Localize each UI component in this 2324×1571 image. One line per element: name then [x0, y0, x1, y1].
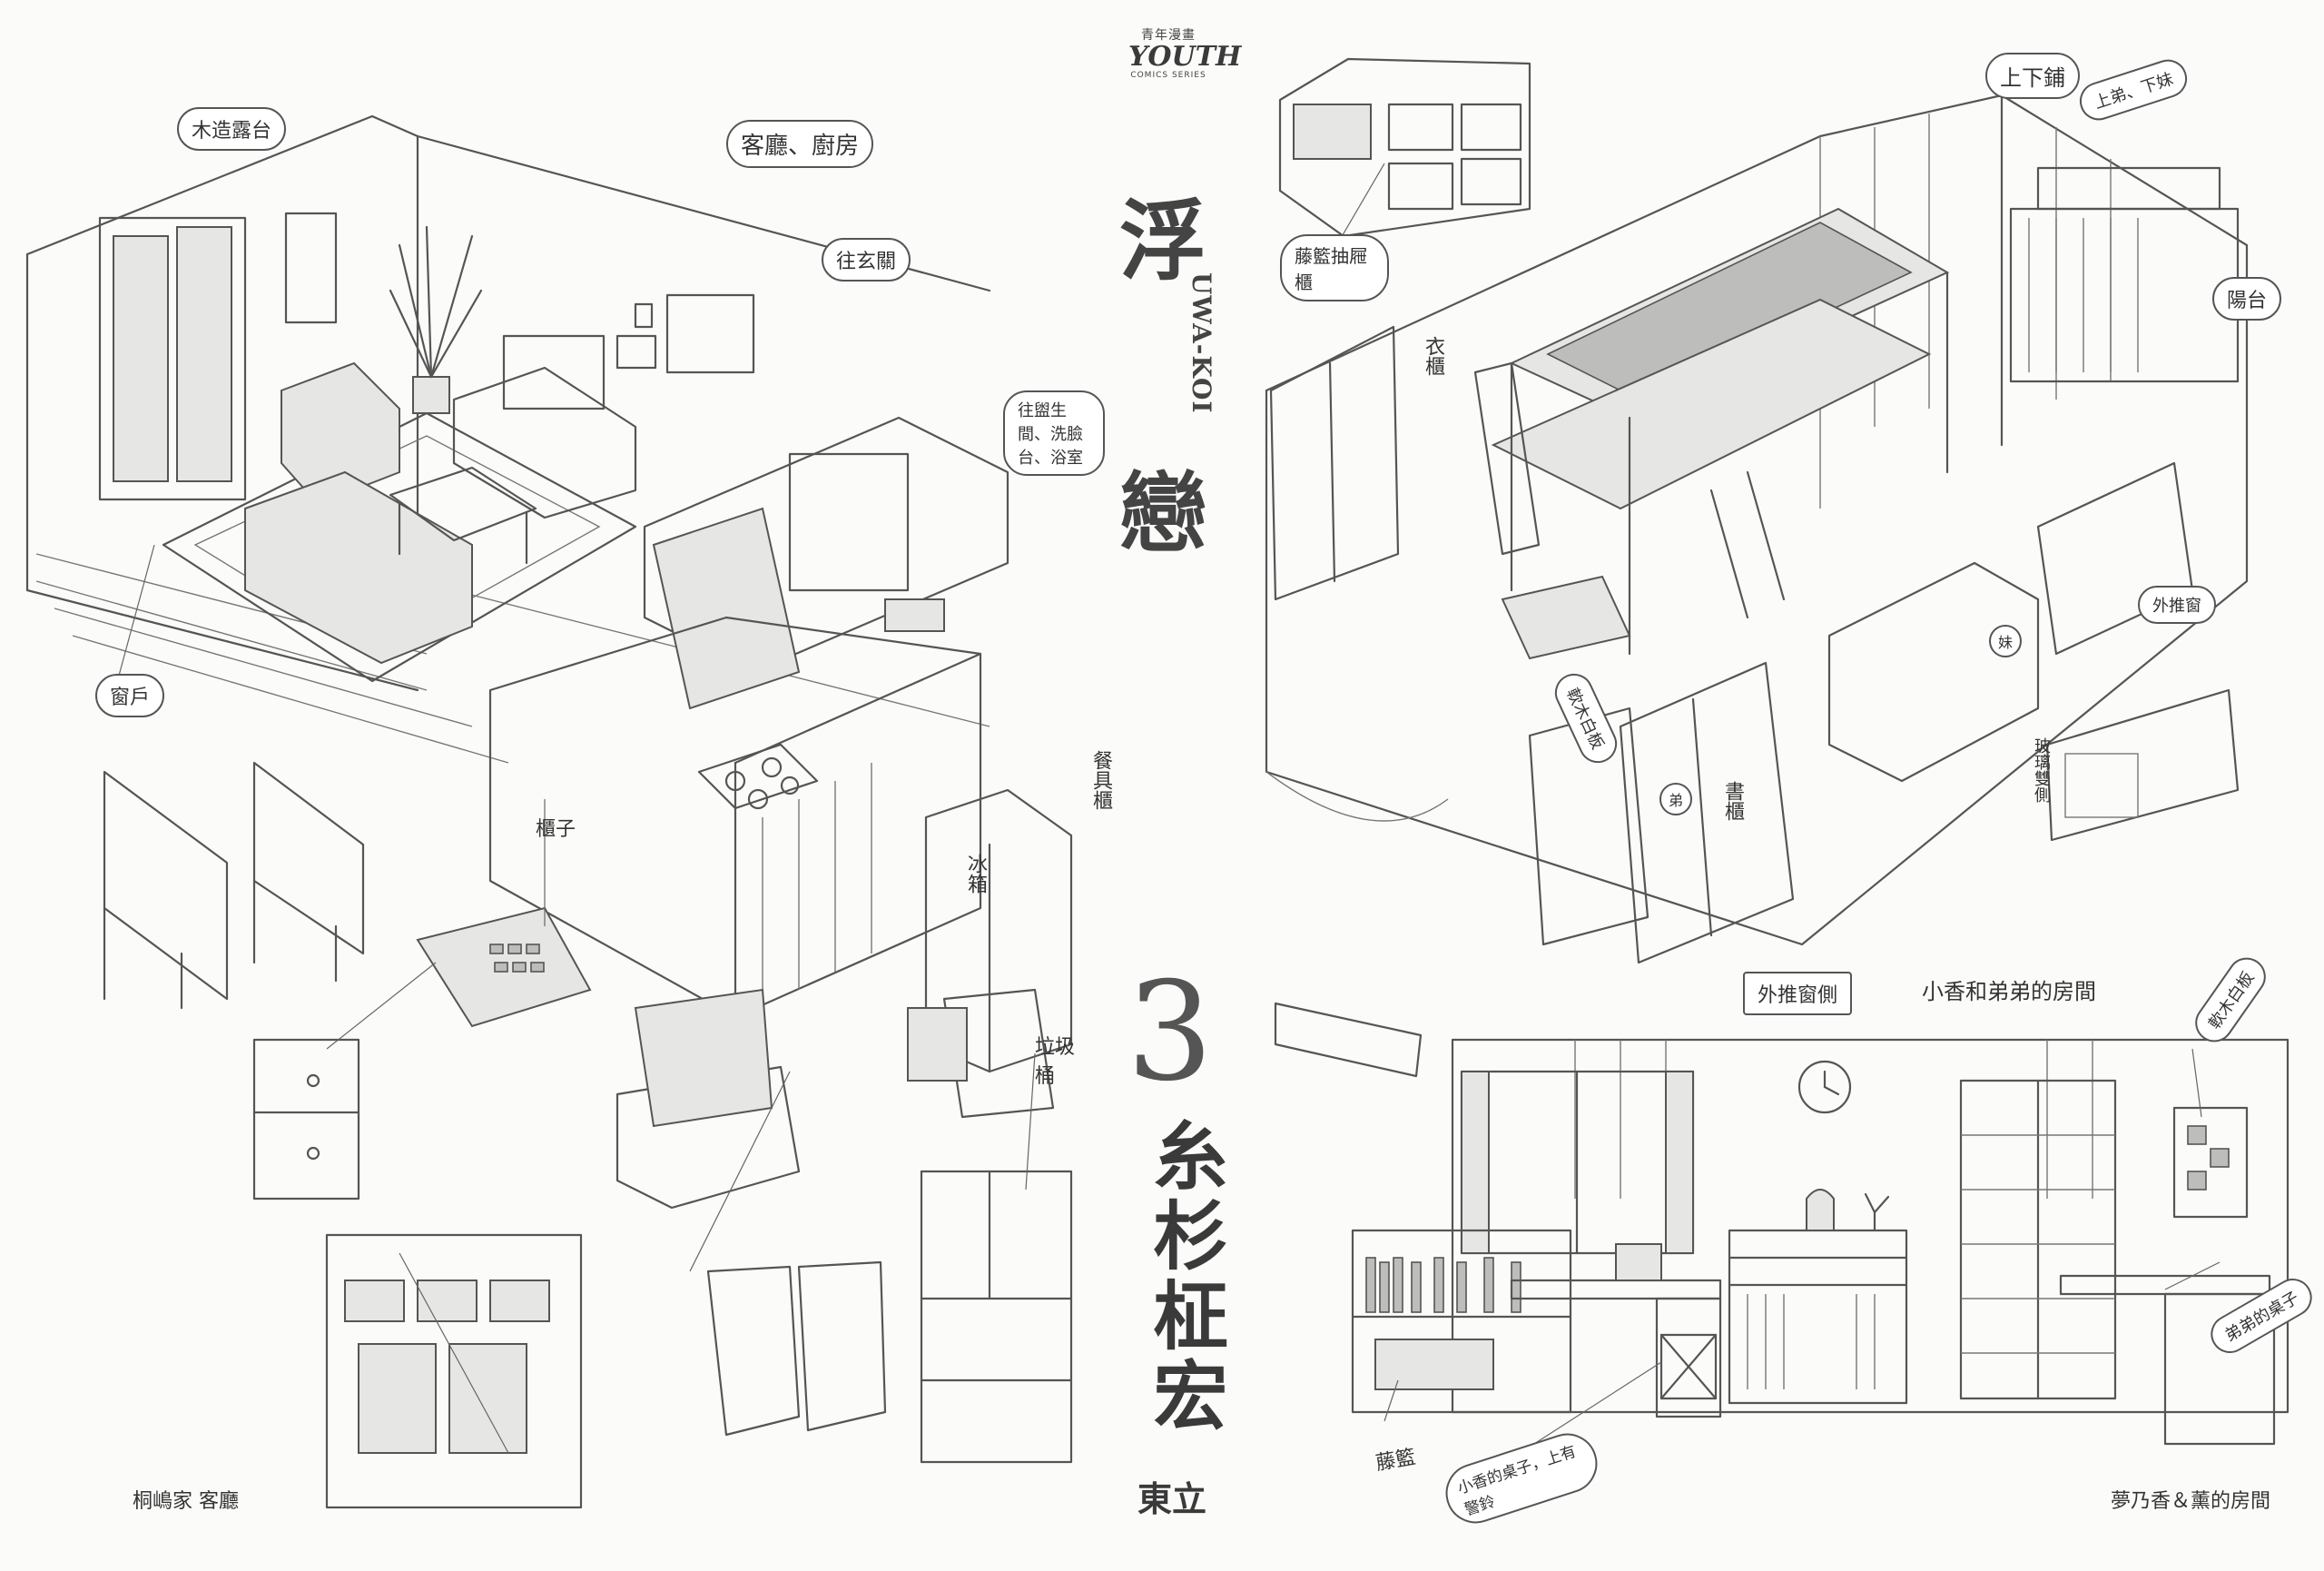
bedroom-illustration	[1265, 57, 2290, 1446]
series-subtitle: COMICS SERIES	[1130, 71, 1206, 80]
label-fridge: 冰箱	[964, 854, 987, 894]
label-trash: 垃圾桶	[1035, 1036, 1076, 1088]
youth-logo: YOUTH	[1128, 41, 1242, 73]
volume-number: 3	[1127, 953, 1214, 1112]
label-sliding-window-side: 外推窗側	[1743, 972, 1853, 1015]
label-wardrobe: 衣櫃	[1422, 336, 1444, 376]
label-sliding-window: 外推窗	[2138, 586, 2216, 624]
cover-spine: 青年漫畫 YOUTH COMICS SERIES 浮 UWA-KOI 戀 3 糸…	[1094, 0, 1242, 1571]
label-glass-side: 玻璃雙側	[2032, 737, 2051, 803]
living-room-illustration	[25, 114, 1073, 1509]
bedroom-sketch-panel: 上下鋪 上弟、下妹 藤籃抽屜櫃 衣櫃 陽台 外推窗 軟木白板 玻璃雙側 書櫃 弟…	[1239, 0, 2324, 1571]
label-living-kitchen: 客廳、廚房	[726, 120, 874, 168]
label-balcony: 陽台	[2212, 277, 2282, 321]
label-dish-cabinet: 餐具櫃	[1089, 750, 1112, 810]
label-bunk-bed: 上下鋪	[1985, 53, 2080, 99]
label-wood-deck: 木造露台	[177, 107, 287, 151]
author-name: 糸杉柾宏	[1140, 1117, 1227, 1437]
label-to-bath: 往盥生間、洗臉台、浴室	[1003, 390, 1105, 476]
title-romaji: UWA-KOI	[1187, 272, 1216, 414]
label-bookcase: 書櫃	[1721, 781, 1744, 821]
title-char-2: 戀	[1119, 462, 1206, 565]
publisher-name: 東立	[1137, 1478, 1207, 1519]
label-basket-drawer: 藤籃抽屜櫃	[1280, 234, 1389, 301]
room-title: 小香和弟弟的房間	[1922, 979, 2096, 1004]
caption-kirishima-living-room: 桐嶋家 客廳	[133, 1490, 239, 1513]
series-label: 青年漫畫	[1141, 28, 1196, 43]
label-cabinet: 櫃子	[536, 818, 576, 841]
label-window: 窗戶	[95, 674, 165, 717]
label-mark-sister: 妹	[1989, 625, 2023, 657]
living-room-sketch-panel: 木造露台 客廳、廚房 往玄關 往盥生間、洗臉台、浴室 窗戶 櫃子 餐具櫃 冰箱 …	[0, 0, 1112, 1571]
caption-yunoka-kaoru-room: 夢乃香＆薰的房間	[2111, 1490, 2271, 1513]
label-to-entrance: 往玄關	[822, 238, 911, 282]
title-char-1: 浮	[1119, 190, 1206, 292]
series-logo-block: 青年漫畫 YOUTH COMICS SERIES	[1128, 25, 1242, 80]
label-mark-brother: 弟	[1659, 783, 1693, 815]
